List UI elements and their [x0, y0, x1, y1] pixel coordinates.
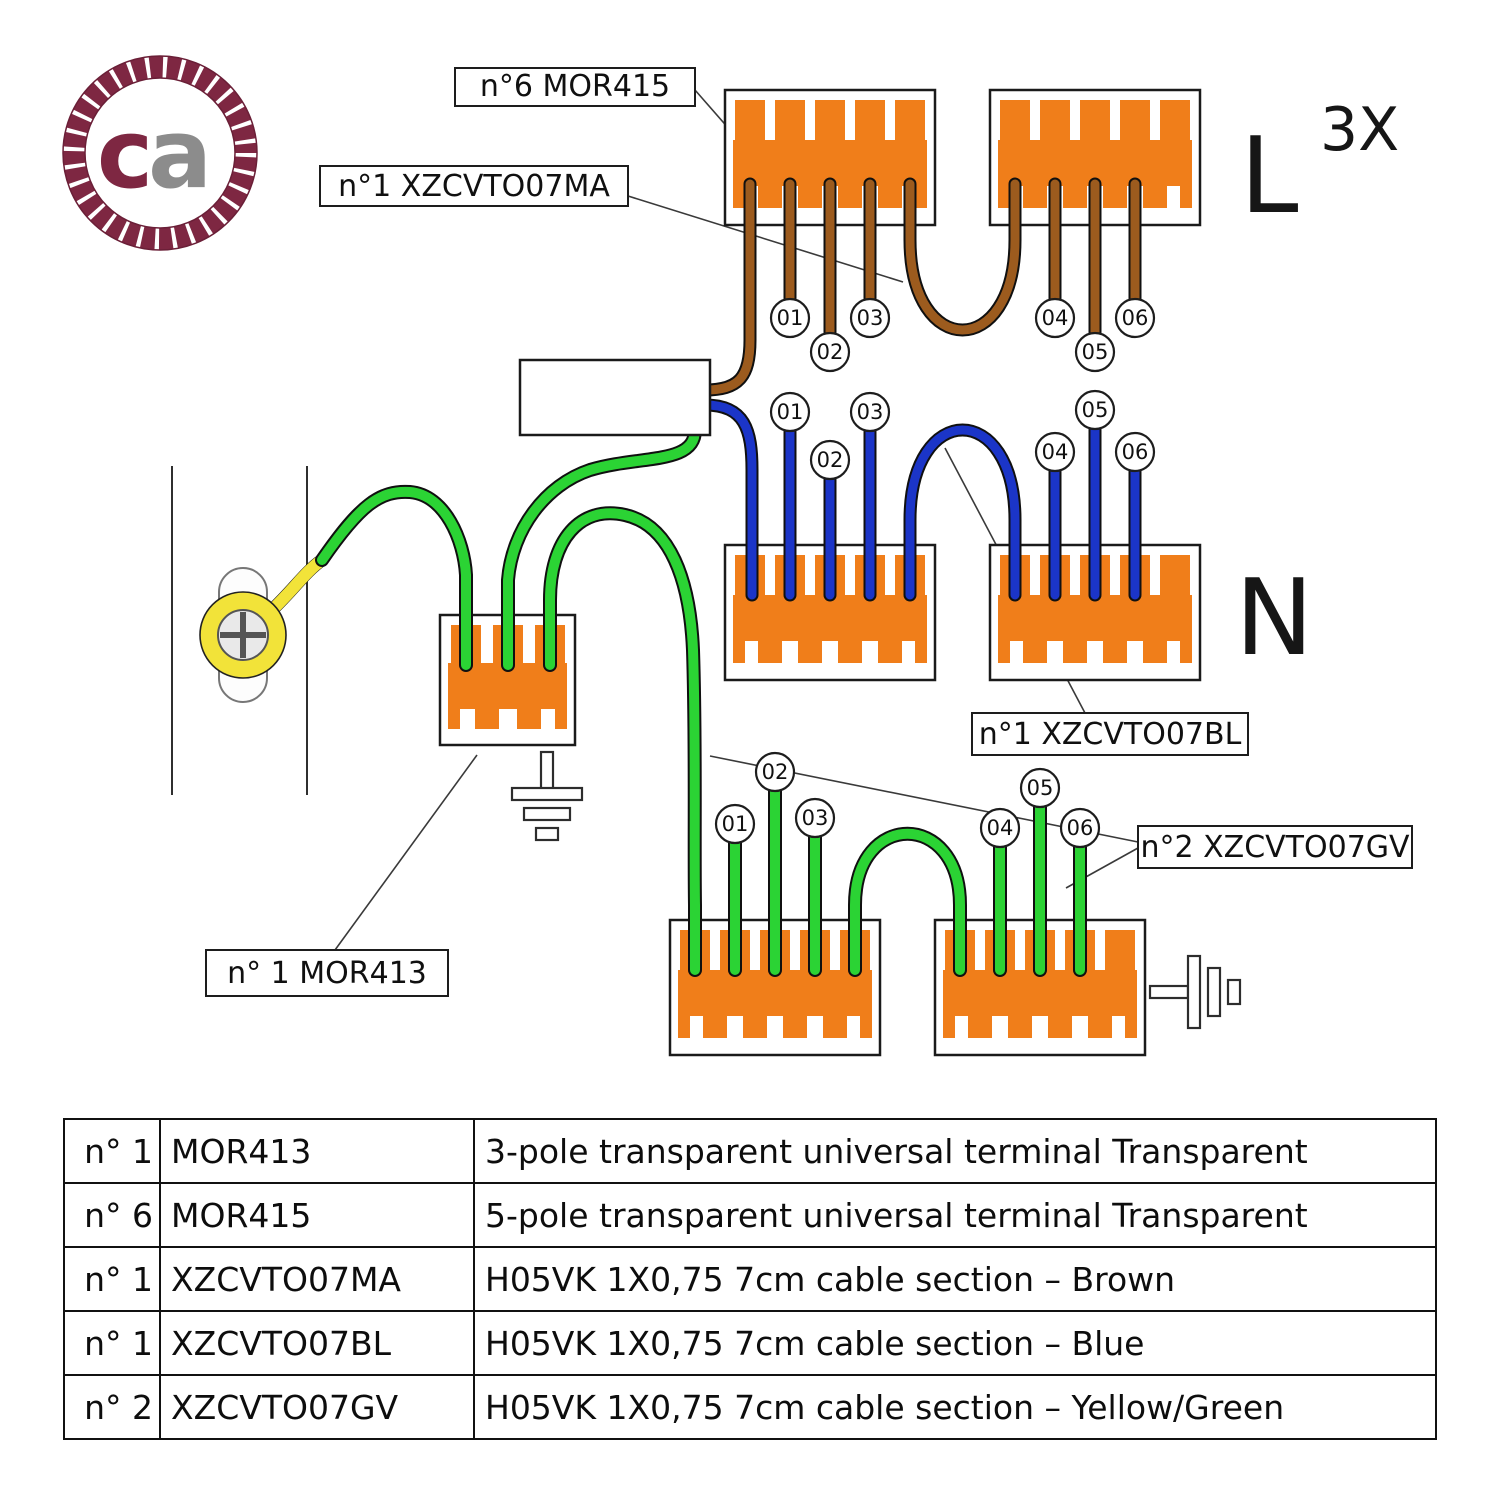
table-row: n° 2 XZCVTO07GV H05VK 1X0,75 7cm cable s…	[63, 1374, 1437, 1440]
code-cell: MOR413	[159, 1118, 475, 1184]
parts-table: n° 1 MOR413 3-pole transparent universal…	[63, 1118, 1437, 1440]
brown-feed-wire	[700, 179, 755, 395]
label-xzcvto07bl-text: n°1 XZCVTO07BL	[979, 717, 1242, 752]
svg-text:04: 04	[1042, 306, 1069, 330]
wire-marker: 05	[1019, 767, 1061, 809]
svg-text:05: 05	[1082, 398, 1109, 422]
green-wires	[315, 423, 1087, 977]
svg-text:01: 01	[777, 400, 804, 424]
svg-text:04: 04	[987, 816, 1014, 840]
wire-marker: 05	[1074, 331, 1116, 373]
svg-text:05: 05	[1027, 776, 1054, 800]
blue-feed-wire	[700, 400, 757, 600]
wire-marker: 01	[769, 391, 811, 433]
green-jumper	[850, 828, 965, 975]
green-ring-wire	[317, 486, 471, 670]
ring-terminal-screw	[199, 553, 329, 703]
earth-symbol-left	[510, 750, 584, 842]
ring-terminal	[200, 592, 286, 678]
label-xzcvto07ma: n°1 XZCVTO07MA	[319, 165, 629, 207]
table-row: n° 6 MOR415 5-pole transparent universal…	[63, 1182, 1437, 1248]
wire-marker: 01	[769, 297, 811, 339]
svg-text:06: 06	[1122, 306, 1149, 330]
wire-marker: 03	[849, 297, 891, 339]
line-label-N: N	[1235, 557, 1314, 679]
label-mor413-text: n° 1 MOR413	[227, 956, 427, 991]
wire-marker: 03	[794, 797, 836, 839]
label-mor415-text: n°6 MOR415	[480, 69, 670, 104]
leader-xzcvto07ma	[627, 195, 904, 283]
green-distribution-wire	[545, 508, 700, 975]
ring-tail	[266, 554, 328, 616]
wire-marker: 03	[849, 391, 891, 433]
wire-marker: 02	[754, 751, 796, 793]
code-cell: XZCVTO07BL	[159, 1310, 475, 1376]
desc-cell: 3-pole transparent universal terminal Tr…	[473, 1118, 1437, 1184]
logo-letter-c: c	[97, 100, 153, 210]
wire-marker: 04	[979, 807, 1021, 849]
wire-marker: 06	[1114, 431, 1156, 473]
logo-outer-edge	[62, 55, 258, 251]
qty-cell: n° 1	[63, 1310, 161, 1376]
earth-symbol-right	[1148, 954, 1242, 1030]
green-feed-wire	[503, 425, 700, 670]
qty-cell: n° 6	[63, 1182, 161, 1248]
wire-marker: 06	[1114, 297, 1156, 339]
wire-marker: 01	[714, 803, 756, 845]
wire-marker: 05	[1074, 389, 1116, 431]
svg-text:03: 03	[857, 306, 884, 330]
ring-outer-edge	[199, 591, 287, 679]
wire-marker: 06	[1059, 807, 1101, 849]
wire-marker: 04	[1034, 431, 1076, 473]
table-row: n° 1 XZCVTO07MA H05VK 1X0,75 7cm cable s…	[63, 1246, 1437, 1312]
desc-cell: 5-pole transparent universal terminal Tr…	[473, 1182, 1437, 1248]
line-label-L: L	[1240, 115, 1299, 237]
logo-letter-a: a	[148, 100, 212, 210]
label-xzcvto07ma-text: n°1 XZCVTO07MA	[338, 169, 610, 204]
svg-text:02: 02	[762, 760, 789, 784]
svg-text:02: 02	[817, 340, 844, 364]
label-mor415: n°6 MOR415	[454, 67, 696, 107]
svg-text:06: 06	[1067, 816, 1094, 840]
cable-entry-box	[518, 358, 712, 437]
wire-marker: 02	[809, 331, 851, 373]
table-row: n° 1 XZCVTO07BL H05VK 1X0,75 7cm cable s…	[63, 1310, 1437, 1376]
desc-cell: H05VK 1X0,75 7cm cable section – Blue	[473, 1310, 1437, 1376]
svg-text:01: 01	[722, 812, 749, 836]
svg-text:04: 04	[1042, 440, 1069, 464]
svg-text:02: 02	[817, 448, 844, 472]
code-cell: XZCVTO07GV	[159, 1374, 475, 1440]
wire-marker: 02	[809, 439, 851, 481]
label-xzcvto07gv-text: n°2 XZCVTO07GV	[1140, 830, 1410, 865]
label-xzcvto07bl: n°1 XZCVTO07BL	[971, 712, 1249, 756]
svg-text:01: 01	[777, 306, 804, 330]
code-cell: XZCVTO07MA	[159, 1246, 475, 1312]
svg-text:05: 05	[1082, 340, 1109, 364]
phillips-cross-icon	[220, 612, 266, 658]
leader-mor413	[334, 754, 478, 951]
brown-jumper	[905, 179, 1020, 335]
label-mor413: n° 1 MOR413	[205, 949, 449, 997]
wire-marker: 04	[1034, 297, 1076, 339]
code-cell: MOR415	[159, 1182, 475, 1248]
brand-logo: c a	[62, 55, 258, 251]
desc-cell: H05VK 1X0,75 7cm cable section – Yellow/…	[473, 1374, 1437, 1440]
blue-jumper	[905, 425, 1020, 600]
logo-rope-texture	[63, 56, 257, 250]
qty-cell: n° 2	[63, 1374, 161, 1440]
svg-text:06: 06	[1122, 440, 1149, 464]
desc-cell: H05VK 1X0,75 7cm cable section – Brown	[473, 1246, 1437, 1312]
blue-wires	[698, 398, 1142, 602]
brown-wires	[698, 177, 1142, 397]
qty-cell: n° 1	[63, 1118, 161, 1184]
svg-text:03: 03	[857, 400, 884, 424]
label-xzcvto07gv: n°2 XZCVTO07GV	[1137, 825, 1413, 869]
svg-text:03: 03	[802, 806, 829, 830]
line-label-3x: 3X	[1320, 95, 1399, 165]
table-row: n° 1 MOR413 3-pole transparent universal…	[63, 1118, 1437, 1184]
qty-cell: n° 1	[63, 1246, 161, 1312]
logo-inner-edge	[84, 77, 236, 229]
